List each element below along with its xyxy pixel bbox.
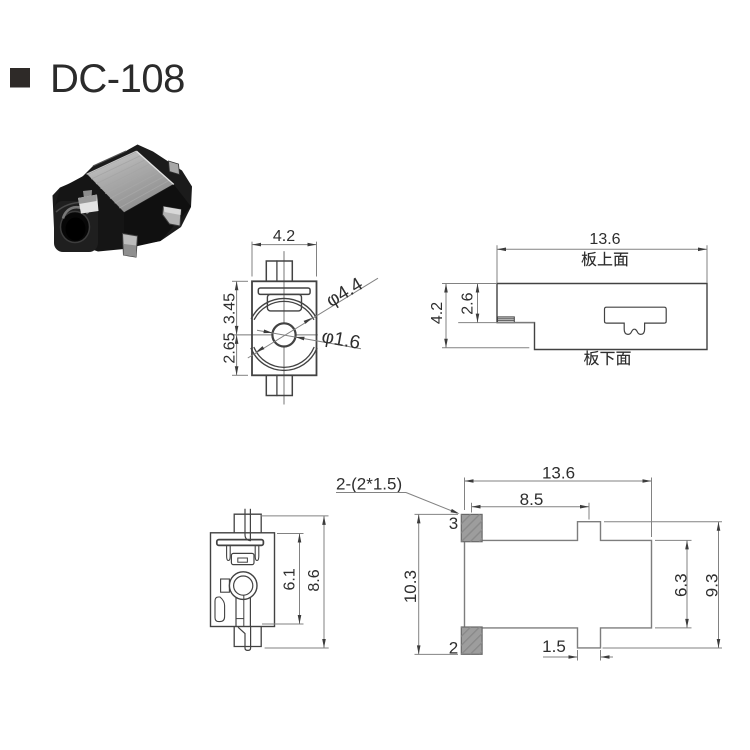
svg-text:4.2: 4.2 [273, 228, 295, 245]
svg-text:6.1: 6.1 [281, 568, 298, 590]
svg-text:2.65: 2.65 [222, 332, 239, 363]
svg-text:9.3: 9.3 [703, 574, 722, 598]
svg-text:2.6: 2.6 [460, 292, 477, 314]
svg-text:10.3: 10.3 [401, 570, 420, 603]
svg-text:3: 3 [449, 514, 458, 533]
svg-text:2-(2*1.5): 2-(2*1.5) [336, 475, 402, 494]
svg-text:DC-108: DC-108 [50, 57, 185, 101]
svg-text:8.5: 8.5 [520, 490, 544, 509]
svg-text:6.3: 6.3 [672, 573, 691, 597]
svg-text:3.45: 3.45 [222, 293, 239, 324]
svg-text:13.6: 13.6 [542, 464, 575, 483]
svg-text:2: 2 [449, 639, 458, 658]
svg-text:4.2: 4.2 [429, 302, 446, 324]
svg-text:1.5: 1.5 [542, 637, 566, 656]
svg-text:13.6: 13.6 [589, 231, 620, 248]
svg-text:φ1.6: φ1.6 [320, 326, 362, 354]
svg-text:8.6: 8.6 [306, 569, 323, 591]
svg-text:φ4.4: φ4.4 [323, 274, 367, 312]
